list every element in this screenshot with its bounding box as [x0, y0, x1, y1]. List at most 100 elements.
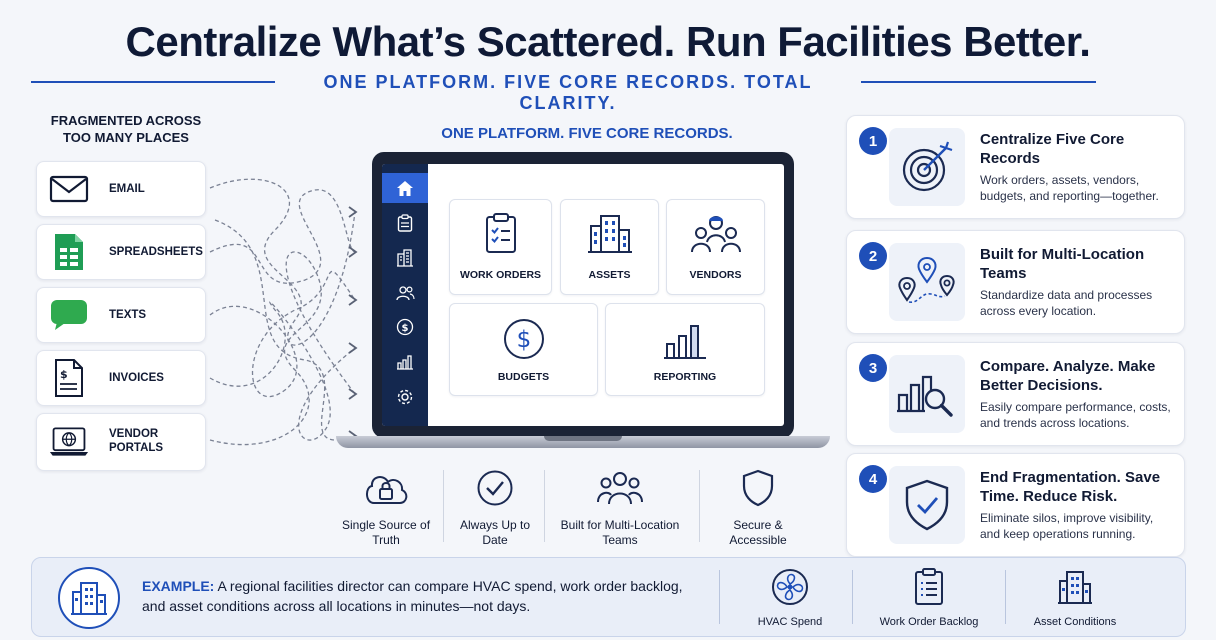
step-description: Standardize data and processes across ev…: [980, 288, 1153, 318]
laptop-notch: [544, 436, 622, 441]
app-sidebar: $: [382, 164, 428, 426]
building-icon: [58, 567, 120, 629]
module-assets[interactable]: ASSETS: [560, 199, 659, 295]
source-invoices: $ INVOICES: [36, 350, 206, 406]
building-icon[interactable]: [382, 243, 428, 273]
module-label: REPORTING: [653, 371, 717, 383]
module-label: WORK ORDERS: [459, 269, 542, 281]
example-keyword: EXAMPLE:: [142, 578, 215, 594]
shield-icon: [703, 468, 813, 508]
step-number: 1: [859, 127, 887, 155]
example-item-label: HVAC Spend: [757, 616, 823, 628]
envelope-icon: [49, 171, 89, 207]
feature-divider: [544, 470, 545, 542]
step-title: End Fragmentation. Save Time. Reduce Ris…: [980, 469, 1161, 505]
feature-label: Single Source of Truth: [341, 518, 431, 547]
globe-monitor-icon: [49, 424, 89, 460]
target-icon: [889, 128, 965, 206]
step-card-4: 4 End Fragmentation. Save Time. Reduce R…: [846, 453, 1185, 557]
cloud-lock-icon: [331, 468, 441, 508]
source-label: VENDOR PORTALS: [109, 428, 164, 454]
building-icon: [1000, 568, 1150, 606]
feature-up-to-date: Always Up to Date: [440, 468, 550, 548]
step-card-3: 3 Compare. Analyze. Make Better Decision…: [846, 342, 1185, 446]
fan-icon: [715, 568, 865, 606]
source-label: TEXTS: [109, 309, 147, 321]
step-number: 3: [859, 354, 887, 382]
source-texts: TEXTS: [36, 287, 206, 343]
platform-title: ONE PLATFORM. FIVE CORE RECORDS.: [441, 125, 733, 142]
clipboard-icon[interactable]: [382, 208, 428, 238]
module-label: ASSETS: [588, 269, 631, 281]
spreadsheet-icon: [49, 234, 89, 270]
example-item-label: Work Order Backlog: [879, 616, 979, 628]
feature-divider: [699, 470, 700, 542]
clipboard-checklist-icon: [450, 212, 551, 254]
building-icon: [561, 212, 658, 254]
example-divider: [719, 570, 720, 624]
chart-magnifier-icon: [889, 355, 965, 433]
laptop-base: [336, 436, 830, 448]
example-divider: [1005, 570, 1006, 624]
example-item-backlog: Work Order Backlog: [854, 568, 1004, 628]
check-circle-icon: [440, 468, 550, 508]
module-label: BUDGETS: [497, 371, 550, 383]
users-icon[interactable]: [382, 278, 428, 308]
example-item-assets: Asset Conditions: [1000, 568, 1150, 628]
source-spreadsheets: SPREADSHEETS: [36, 224, 206, 280]
chat-bubble-icon: [49, 297, 89, 333]
example-divider: [852, 570, 853, 624]
dollar-circle-icon: $: [450, 318, 597, 360]
example-item-label: Asset Conditions: [1033, 616, 1117, 628]
feature-multi-location: Built for Multi-Location Teams: [555, 468, 685, 548]
step-title: Centralize Five Core Records: [980, 131, 1125, 167]
step-card-2: 2 Built for Multi-Location Teams Standar…: [846, 230, 1185, 334]
module-label: VENDORS: [689, 269, 742, 281]
feature-secure: Secure & Accessible: [703, 468, 813, 548]
step-number: 4: [859, 465, 887, 493]
step-number: 2: [859, 242, 887, 270]
map-pins-icon: [889, 243, 965, 321]
fragmented-title: FRAGMENTED ACROSS TOO MANY PLACES: [50, 113, 202, 145]
svg-text:$: $: [516, 327, 531, 353]
feature-single-source: Single Source of Truth: [331, 468, 441, 548]
example-text: EXAMPLE: A regional facilities director …: [142, 576, 702, 616]
feature-divider: [443, 470, 444, 542]
bar-chart-icon: [606, 318, 764, 360]
step-description: Eliminate silos, improve visibility, and…: [980, 511, 1154, 541]
source-label: INVOICES: [109, 372, 164, 384]
subtitle-rule-right: [861, 81, 1096, 83]
invoice-icon: $: [49, 359, 89, 397]
settings-icon[interactable]: [382, 382, 428, 412]
chart-icon[interactable]: [382, 347, 428, 377]
example-banner: EXAMPLE: A regional facilities director …: [31, 557, 1186, 637]
example-body: A regional facilities director can compa…: [142, 578, 683, 614]
feature-label: Built for Multi-Location Teams: [560, 518, 680, 547]
svg-text:$: $: [402, 323, 409, 334]
team-icon: [555, 468, 685, 508]
subtitle-rule-left: [31, 81, 275, 83]
home-icon[interactable]: [382, 173, 428, 203]
source-label: SPREADSHEETS: [109, 246, 203, 258]
step-title: Compare. Analyze. Make Better Decisions.: [980, 358, 1156, 394]
step-description: Work orders, assets, vendors, budgets, a…: [980, 173, 1159, 203]
page-title: Centralize What’s Scattered. Run Facilit…: [125, 18, 1091, 65]
step-description: Easily compare performance, costs, and t…: [980, 400, 1171, 430]
workers-icon: [667, 212, 764, 254]
step-card-1: 1 Centralize Five Core Records Work orde…: [846, 115, 1185, 219]
module-budgets[interactable]: $ BUDGETS: [449, 303, 598, 396]
source-vendor-portals: VENDOR PORTALS: [36, 413, 206, 471]
clipboard-list-icon: [854, 568, 1004, 606]
svg-text:$: $: [60, 368, 68, 381]
feature-label: Always Up to Date: [459, 518, 531, 547]
page-subtitle: ONE PLATFORM. FIVE CORE RECORDS. TOTAL C…: [323, 72, 813, 113]
tangled-connections: [209, 178, 358, 446]
module-vendors[interactable]: VENDORS: [666, 199, 765, 295]
dollar-icon[interactable]: $: [382, 312, 428, 342]
feature-label: Secure & Accessible: [729, 518, 787, 547]
source-email: EMAIL: [36, 161, 206, 217]
shield-check-icon: [889, 466, 965, 544]
module-reporting[interactable]: REPORTING: [605, 303, 765, 396]
step-title: Built for Multi-Location Teams: [980, 246, 1145, 282]
module-work-orders[interactable]: WORK ORDERS: [449, 199, 552, 295]
